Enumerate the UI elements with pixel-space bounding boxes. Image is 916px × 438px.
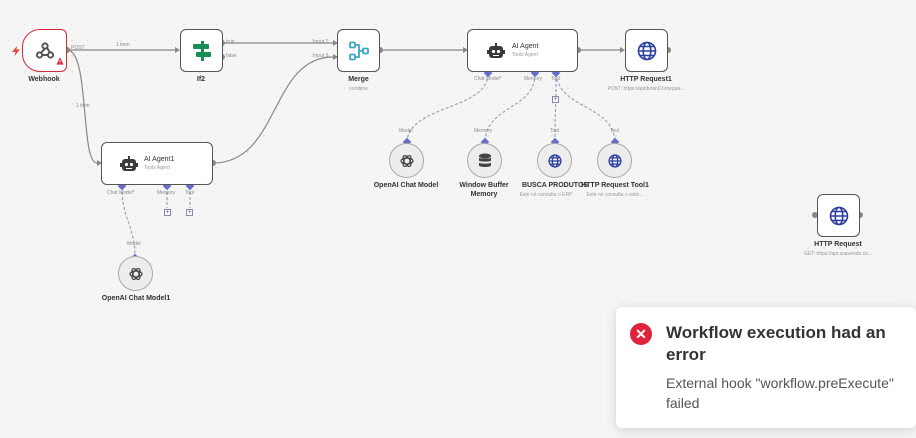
add-tool-button[interactable]: + — [552, 96, 559, 103]
window-buffer-memory-label: Window Buffer Memory — [459, 182, 509, 198]
merge-icon — [349, 41, 369, 61]
node-merge[interactable] — [337, 29, 380, 72]
add-tool-button[interactable]: + — [186, 209, 193, 216]
webhook-label: Webhook — [28, 76, 60, 83]
port-label-chat-model: Chat Model* — [474, 76, 502, 82]
busca-produtos-label: BUSCA PRODUTOS — [521, 182, 589, 189]
port-label-memory: Memory — [524, 76, 543, 82]
dash-chatmodel1-openai1 — [121, 186, 136, 259]
port-label-tool: Tool — [550, 128, 560, 134]
arrow-merge-2 — [333, 54, 338, 60]
dash-memory-buffer — [484, 73, 536, 144]
toast-message: External hook "workflow.preExecute" fail… — [666, 375, 894, 411]
robot-icon — [487, 43, 505, 59]
globe-icon — [607, 153, 622, 168]
port-label-tool: Tool — [610, 128, 620, 134]
openai-chat-model-label: OpenAI Chat Model — [373, 182, 439, 189]
if-branch-icon — [191, 41, 213, 61]
openai-icon — [399, 154, 414, 168]
port-label-memory: Memory — [157, 190, 176, 196]
port-label-memory: Memory — [474, 128, 493, 134]
merge-label: Merge — [348, 76, 369, 83]
merge-sub: combine — [349, 86, 368, 92]
globe-icon — [637, 41, 657, 61]
arrow-merge-1 — [333, 40, 338, 46]
if2-label: If2 — [196, 76, 206, 83]
http-request-label: HTTP Request — [814, 241, 862, 248]
robot-icon — [120, 156, 138, 172]
arrow-if2 — [175, 47, 180, 53]
edge-aiagent1-merge — [212, 56, 334, 164]
busca-produtos-sub: Este nó consulta o ERP — [519, 192, 573, 198]
close-circle-icon[interactable]: ✕ — [630, 323, 652, 345]
node-window-buffer-memory[interactable] — [467, 143, 502, 178]
edge-webhook-aiagent1 — [66, 49, 98, 164]
node-ai-agent[interactable]: AI Agent Tools Agent — [467, 29, 578, 72]
port-label-input2: Input 2 — [313, 53, 329, 59]
edge-label-items: 1 item — [76, 103, 90, 109]
ai-agent-title: AI Agent — [512, 43, 539, 50]
port-label-input1: Input 1 — [313, 39, 329, 45]
toast-title: Workflow execution had an error — [666, 323, 886, 364]
error-toast: ✕ Workflow execution had an error Extern… — [616, 307, 916, 428]
ai-agent-sub: Tools Agent — [512, 52, 538, 58]
webhook-icon — [35, 41, 55, 61]
ai-agent1-title: AI Agent1 — [144, 156, 175, 163]
openai-icon — [128, 267, 143, 281]
node-webhook[interactable] — [22, 29, 67, 72]
node-if2[interactable] — [180, 29, 223, 72]
node-ai-agent1[interactable]: AI Agent1 Tools Agent — [101, 142, 213, 185]
http-request1-label: HTTP Request1 — [620, 76, 672, 83]
http-request-sub: GET: https://api.suavenda.co... — [803, 251, 873, 257]
node-openai-chat-model1[interactable] — [118, 256, 153, 291]
http-request-tool1-label: HTTP Request Tool1 — [581, 182, 649, 189]
edge-label-items: 1 item — [116, 42, 130, 48]
openai-chat-model1-label: OpenAI Chat Model1 — [101, 295, 171, 302]
port-label-model: Model — [127, 241, 141, 247]
database-icon — [478, 153, 492, 169]
http-request1-sub: POST: https://apiduran01.megaa... — [607, 86, 685, 92]
warning-icon — [56, 52, 64, 70]
port-label-model: Model — [399, 128, 413, 134]
port-label-true: true — [226, 39, 235, 45]
port-label-tool: Tool — [185, 190, 195, 196]
in-port — [812, 212, 818, 218]
arrow-http1 — [620, 47, 625, 53]
node-busca-produtos[interactable] — [537, 143, 572, 178]
add-memory-button[interactable]: + — [164, 209, 171, 216]
http-request-tool1-sub: Este nó consulta o siste... — [586, 192, 644, 198]
port-label-chat-model: Chat Model* — [107, 190, 135, 196]
arrow-aiagent1 — [97, 160, 102, 166]
node-http-request-tool1[interactable] — [597, 143, 632, 178]
node-http-request1[interactable] — [625, 29, 668, 72]
node-openai-chat-model[interactable] — [389, 143, 424, 178]
globe-icon — [829, 206, 849, 226]
dash-tool-http — [555, 73, 616, 144]
ai-agent1-sub: Tools Agent — [144, 165, 170, 171]
port-label-tool: Tool — [551, 76, 561, 82]
globe-icon — [547, 153, 562, 168]
node-http-request[interactable] — [817, 194, 860, 237]
port-label-false: false — [226, 53, 237, 59]
trigger-bolt-icon — [12, 43, 20, 61]
port-label-post: POST — [71, 45, 85, 51]
dash-chatmodel-openai — [406, 73, 489, 144]
arrow-aiagent — [463, 47, 468, 53]
